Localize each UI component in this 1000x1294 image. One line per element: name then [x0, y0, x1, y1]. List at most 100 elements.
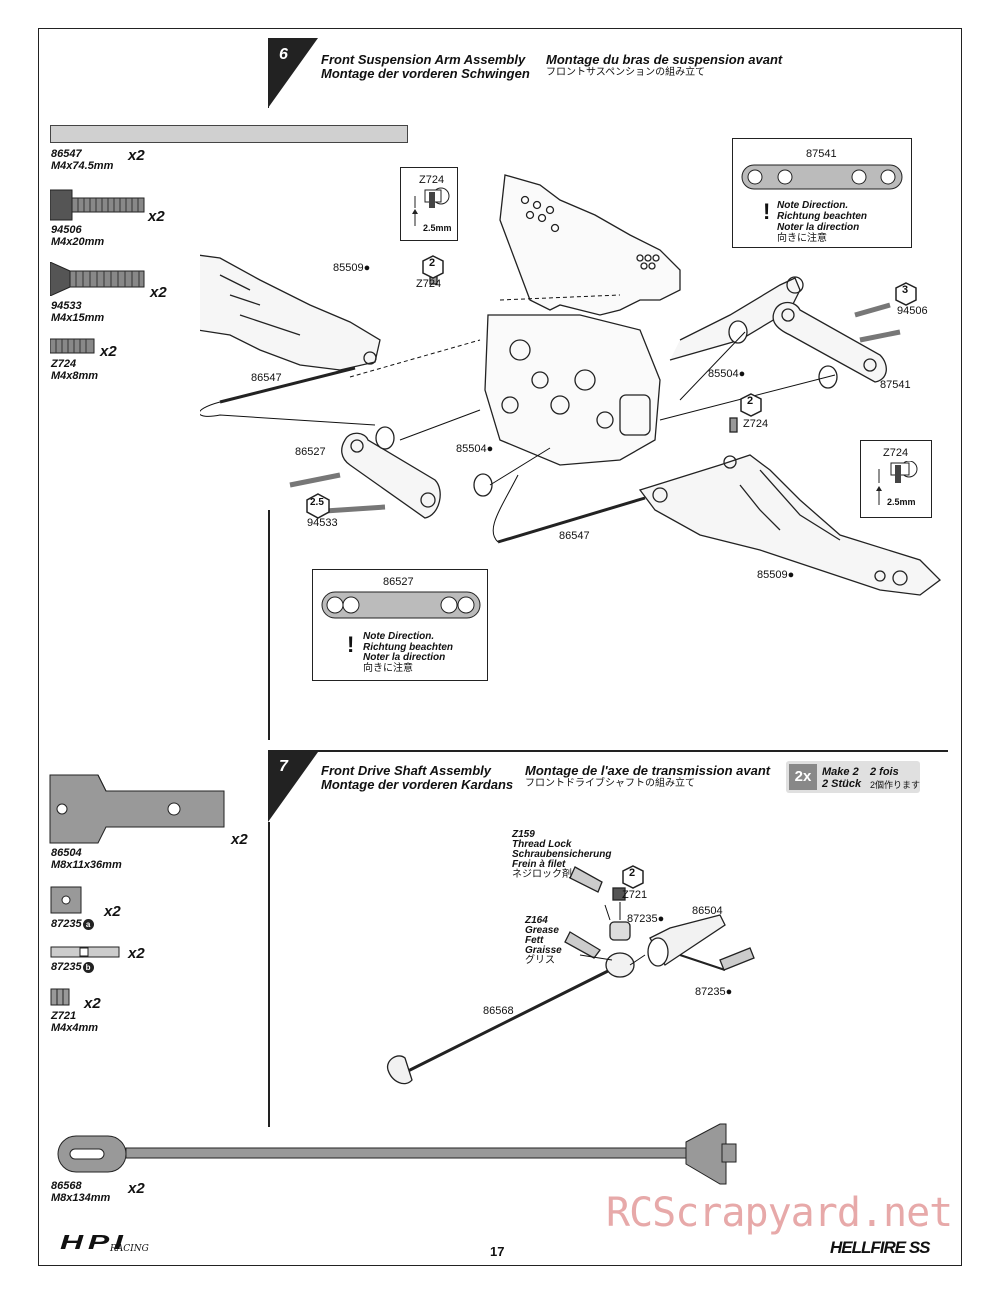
label-86504: 86504	[692, 905, 723, 917]
part-87235b-qty: x2	[128, 945, 145, 962]
z724-depth-value: 2.5mm	[423, 223, 452, 233]
pin-87235a-image	[50, 886, 82, 914]
label-87235b: 87235●	[695, 986, 733, 998]
step7-title-jp: フロントドライブシャフトの組み立て	[525, 778, 695, 789]
part-86504-num: 86504	[51, 847, 82, 859]
part-94506-num: 94506	[51, 224, 82, 236]
make-fr: 2 fois	[870, 766, 899, 778]
part-z721-num: Z721	[51, 1010, 77, 1022]
drive-cup-86504-image	[49, 774, 225, 844]
part-94533-qty: x2	[150, 284, 167, 301]
label-z724-a: Z724	[416, 278, 442, 290]
pin-87235b-image	[50, 946, 120, 958]
step7-title-en: Front Drive Shaft Assembly	[321, 763, 492, 778]
hex2-label-3: 2	[629, 867, 636, 879]
part-86504-qty: x2	[231, 831, 248, 848]
flat-head-screw-94533-image	[50, 262, 145, 296]
hinge-pin-86547-image	[50, 125, 408, 143]
hex25-label: 2.5	[310, 497, 324, 508]
z724-depth-value-2: 2.5mm	[887, 497, 916, 507]
warning-icon: !	[763, 199, 771, 224]
part-z724-qty: x2	[100, 343, 117, 360]
part-z724-size: M4x8mm	[51, 370, 99, 382]
hpi-logo: HPI	[60, 1232, 128, 1254]
box-87541-label: 87541	[806, 148, 837, 160]
box-86527-label: 86527	[383, 576, 414, 588]
note-box-86527: 86527 ! Note Direction.Richtung beachten…	[312, 569, 488, 681]
step6-flag	[268, 38, 318, 108]
label-87541: 87541	[880, 379, 911, 391]
hex-wrench-2mm-icon-2	[740, 393, 762, 417]
step7-divider	[268, 822, 270, 1127]
step7-title-fr: Montage de l'axe de transmission avant	[525, 763, 771, 778]
make-badge-count: 2x	[789, 764, 817, 790]
hex-wrench-2mm-icon	[422, 255, 444, 279]
label-85504-0: 85504●	[708, 368, 746, 380]
step6-number: 6	[279, 46, 288, 63]
cap-screw-94506-image	[50, 189, 145, 221]
label-94533: 94533	[307, 517, 338, 529]
hex3-label: 3	[902, 284, 909, 296]
label-86547-b: 86547	[559, 530, 590, 542]
hellfire-ss-logo: HELLFIRE SS	[830, 1238, 931, 1257]
step7-flag	[268, 752, 318, 822]
label-86547-a: 86547	[251, 372, 282, 384]
z724-detail-label: Z724	[419, 174, 445, 186]
hex2-label: 2	[429, 257, 436, 269]
pivot-block-87541	[772, 301, 887, 383]
z724-detail-label-2: Z724	[883, 447, 909, 459]
label-85509-1: 85509●	[333, 262, 371, 274]
make-jp: 2個作ります	[870, 780, 921, 790]
part-86568-qty: x2	[128, 1180, 145, 1197]
front-bulkhead	[484, 314, 661, 466]
set-screw-z724-image	[50, 338, 95, 354]
label-z724-b: Z724	[743, 418, 769, 430]
part-86547-num: 86547	[51, 148, 82, 160]
part-86547-qty: x2	[128, 147, 145, 164]
step7-assembly-diagram	[386, 866, 755, 1085]
label-z721: Z721	[622, 889, 648, 901]
label-85504-5: 85504●	[456, 443, 494, 455]
step7-title-de: Montage der vorderen Kardans	[321, 777, 514, 792]
part-86504-size: M8x11x36mm	[51, 859, 122, 871]
right-suspension-arm	[638, 454, 941, 596]
part-87235a-qty: x2	[104, 903, 121, 920]
z724-detail-box-top: Z724 2.5mm	[400, 167, 458, 241]
part-z721-qty: x2	[84, 995, 101, 1012]
part-z721-size: M4x4mm	[51, 1022, 99, 1034]
page-frame	[38, 28, 962, 1266]
pivot-block-86527	[341, 432, 441, 519]
drive-shaft-86568-image	[57, 1123, 737, 1185]
note-box-87541: 87541 ! Note Direction.Richtung beachten…	[732, 138, 912, 248]
step6-title-en: Front Suspension Arm Assembly	[321, 52, 526, 67]
pivot-block-87541-image	[741, 164, 903, 190]
label-86568: 86568	[483, 1005, 514, 1017]
step6-title-de: Montage der vorderen Schwingen	[321, 66, 530, 81]
warning-icon-2: !	[347, 632, 355, 657]
step6-title-jp: フロントサスペンションの組み立て	[546, 67, 706, 78]
part-86547-size: M4x74.5mm	[51, 160, 114, 172]
part-94506-size: M4x20mm	[51, 236, 105, 248]
watermark: RCScrapyard.net	[606, 1190, 953, 1236]
part-86568-size: M8x134mm	[51, 1192, 111, 1204]
part-94533-num: 94533	[51, 300, 82, 312]
step6-assembly-diagram	[200, 174, 941, 596]
step7-number: 7	[279, 758, 288, 775]
part-94533-size: M4x15mm	[51, 312, 105, 324]
z724-detail-box-right: Z724 2.5mm	[860, 440, 932, 518]
part-86568-num: 86568	[51, 1180, 82, 1192]
label-87235a: 87235●	[627, 913, 665, 925]
hex-wrench-2mm-icon-3	[622, 865, 644, 889]
page-number: 17	[490, 1244, 505, 1259]
set-screw-depth-icon	[412, 187, 450, 226]
label-94506: 94506	[897, 305, 928, 317]
hex-wrench-3mm-icon	[895, 282, 917, 306]
part-z724-num: Z724	[51, 358, 77, 370]
set-screw-depth-icon-2	[876, 461, 918, 505]
